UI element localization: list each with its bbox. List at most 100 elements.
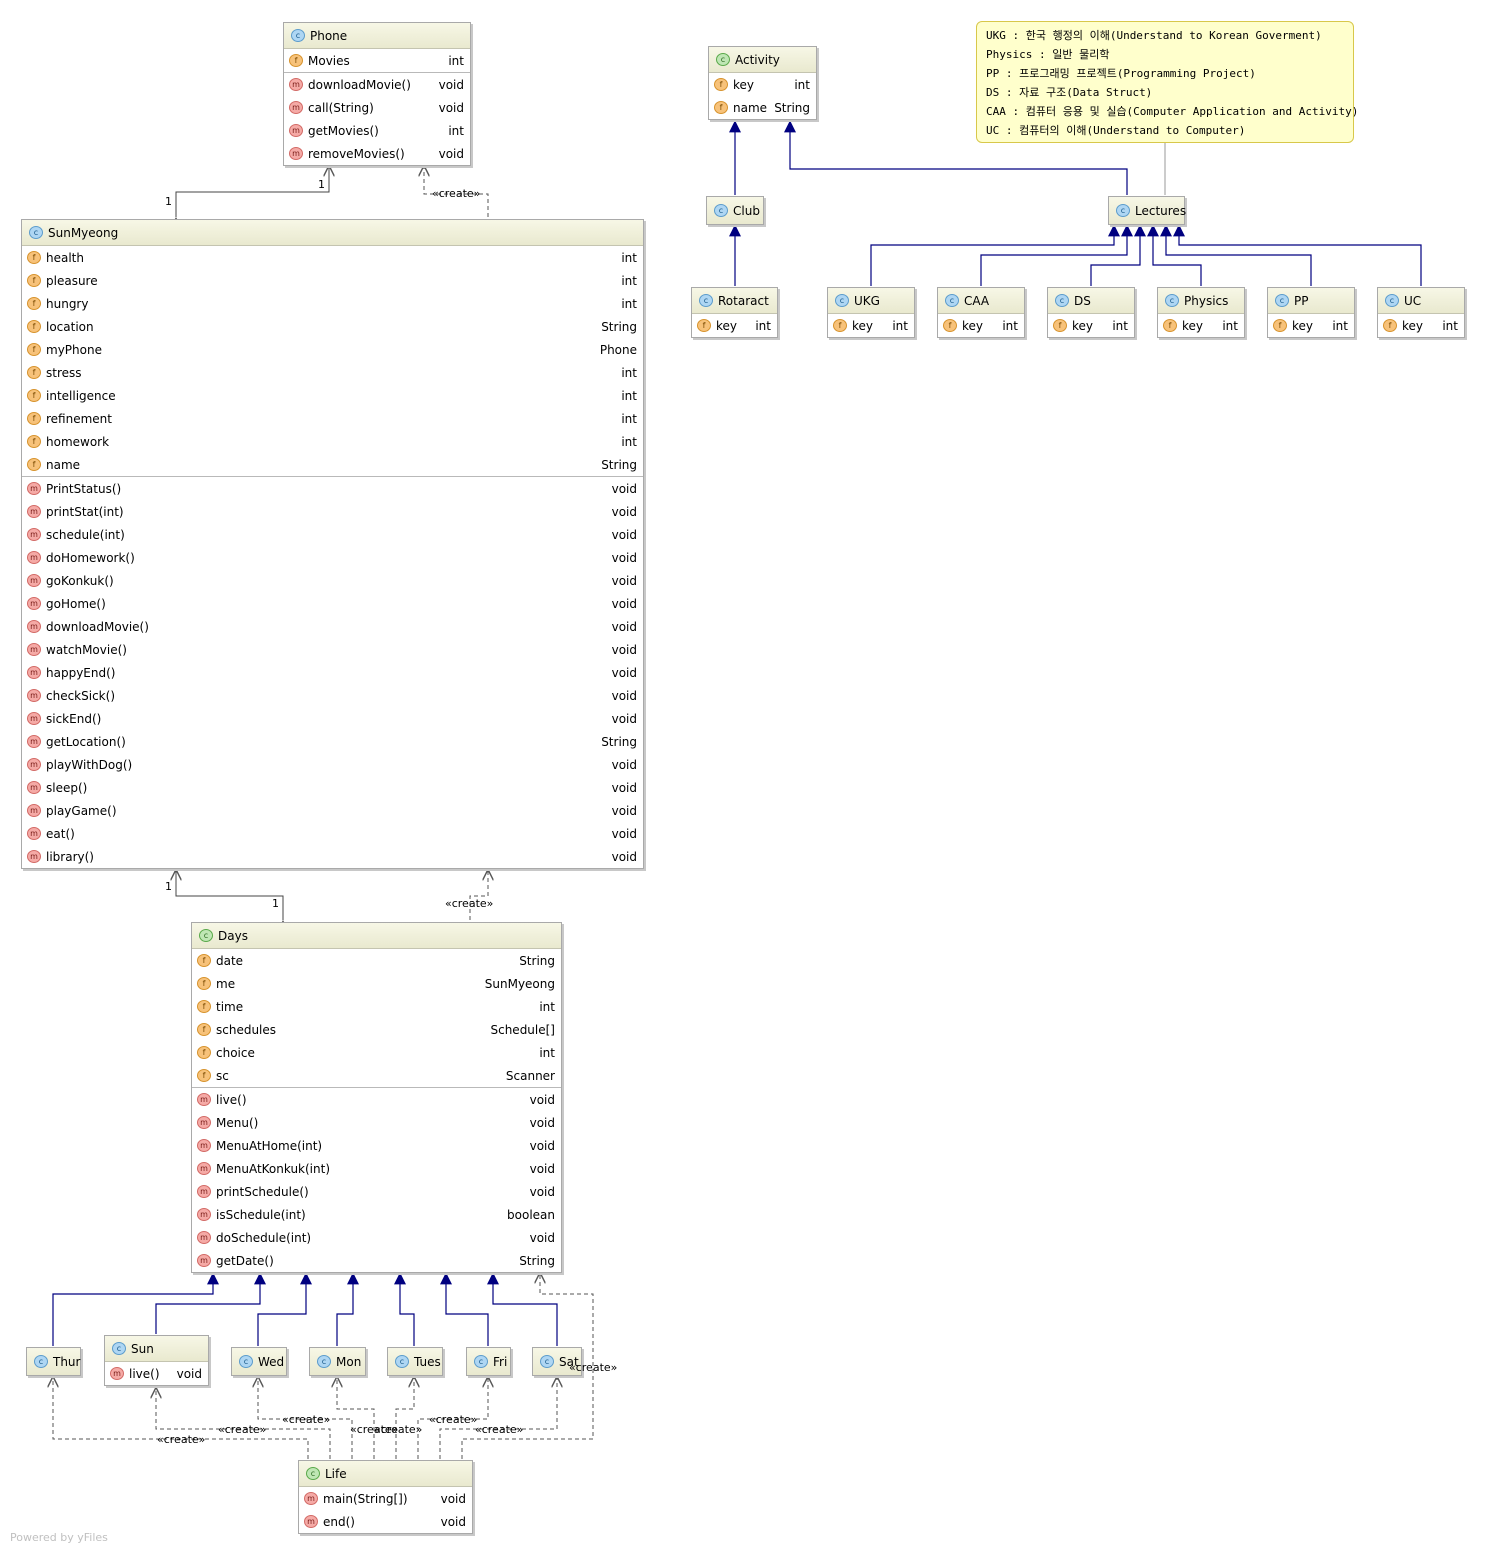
field-name: myPhone (46, 342, 102, 357)
class-name: Sun (131, 1341, 154, 1356)
method-icon: m (27, 804, 41, 817)
field-type: int (892, 318, 908, 333)
return-type: String (519, 1253, 555, 1268)
field-name: key (1292, 318, 1314, 333)
create-edge-life-sun (156, 1388, 331, 1459)
method-icon: m (197, 1139, 211, 1152)
method-icon: m (197, 1116, 211, 1129)
inheritance-edge-ds-lectures (1090, 224, 1146, 286)
class-name: Physics (1184, 293, 1229, 308)
field-type: int (621, 388, 637, 403)
class-icon: c (1275, 294, 1289, 307)
method-icon: m (27, 482, 41, 495)
method-name: sleep() (46, 780, 88, 795)
field-type: int (539, 999, 555, 1014)
method-name: goHome() (46, 596, 106, 611)
abbreviation-note[interactable]: UKG : 한국 행정의 이해(Understand to Korean Gov… (976, 21, 1358, 143)
method-name: happyEnd() (46, 665, 116, 680)
method-icon: m (27, 781, 41, 794)
class-name: Activity (735, 52, 780, 67)
